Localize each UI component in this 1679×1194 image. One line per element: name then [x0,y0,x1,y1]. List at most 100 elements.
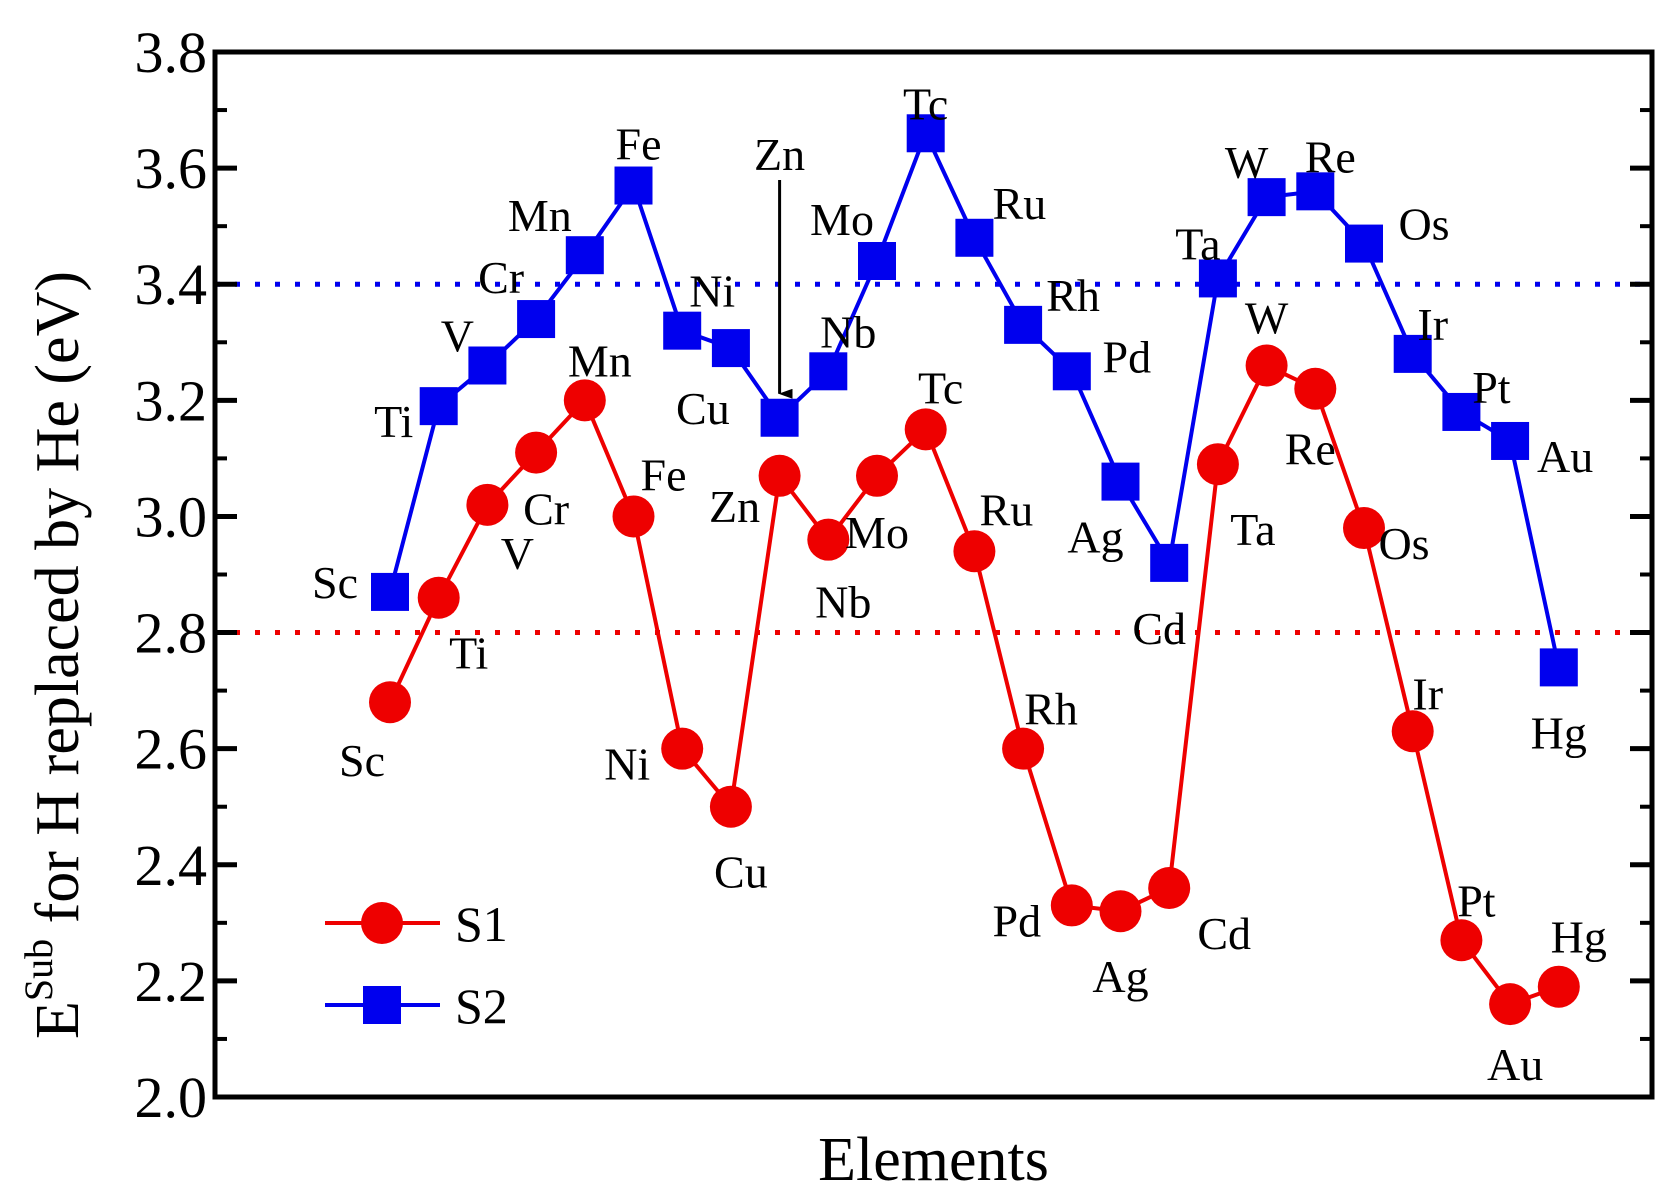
point-label-S1-Zn: Zn [709,481,760,532]
point-S2-Tc [906,114,945,153]
point-label-S2-Pd: Pd [1103,331,1152,382]
point-label-S2-Au: Au [1537,431,1593,482]
point-label-S2-Ti: Ti [374,396,413,447]
y-tick-label: 3.6 [135,136,208,201]
point-label-S1-Sc: Sc [339,735,385,786]
point-label-S2-Sc: Sc [312,557,358,608]
point-S2-Re [1296,172,1335,211]
point-S2-Cu [711,329,750,368]
series-line-S1 [388,362,1560,1007]
legend-label-S1: S1 [455,896,508,952]
point-S2-Ru [955,218,994,257]
point-label-S1-Re: Re [1285,424,1336,475]
point-label-S2-Nb: Nb [820,306,876,357]
point-label-S2-Ag: Ag [1067,512,1123,563]
point-label-S1-Os: Os [1378,518,1429,569]
point-label-S1-Hg: Hg [1551,912,1607,963]
point-label-S1-Nb: Nb [815,577,871,628]
point-S1-Zn [758,454,801,497]
point-S1-Re [1294,367,1337,410]
annotation: Zn [754,129,805,399]
point-label-S1-Mn: Mn [568,335,632,386]
point-S2-Sc [371,572,409,611]
point-label-S2-Fe: Fe [616,119,662,170]
point-S1-Os [1343,507,1385,550]
point-S2-Hg [1539,648,1578,687]
point-label-S1-Tc: Tc [918,362,963,413]
point-S1-V [466,483,509,526]
point-label-S2-Hg: Hg [1531,707,1587,758]
y-axis: 2.02.22.42.62.83.03.23.43.63.8 [135,20,1652,1130]
point-label-S1-Fe: Fe [641,449,687,500]
point-S1-Ir [1391,710,1434,753]
point-S1-Ag [1099,890,1142,933]
y-axis-title-main: E [24,1001,92,1039]
point-S1-Mo [856,454,898,497]
y-tick-label: 3.8 [135,20,208,85]
point-label-S2-Re: Re [1305,131,1356,182]
point-S2-Rh [1004,305,1043,344]
point-S1-Sc [369,681,411,724]
point-S1-Rh [1002,727,1045,770]
point-S2-Cd [1150,543,1189,582]
point-S2-Nb [809,352,848,391]
point-label-S1-Au: Au [1487,1039,1543,1090]
point-label-S2-Cr: Cr [478,252,524,303]
point-label-S1-Pd: Pd [993,895,1042,946]
y-axis-title-sup: Sub [16,939,61,1001]
point-S2-Fe [614,166,653,205]
annotation-label: Zn [754,129,805,180]
y-tick-label: 2.2 [135,949,208,1014]
point-S2-Zn [760,398,799,437]
point-label-S2-W: W [1225,137,1269,188]
point-S1-Pd [1050,884,1093,927]
y-tick-label: 3.4 [135,252,208,317]
point-S2-Ti [419,387,458,426]
point-label-S2-Pt: Pt [1472,362,1511,413]
point-label-S2-V: V [441,311,474,362]
point-label-S1-Cu: Cu [714,847,768,898]
point-S1-Au [1489,983,1532,1026]
y-axis-title-rest: for H replaced by He (eV) [24,271,92,939]
point-S1-Ti [417,576,460,619]
legend-marker-S1 [361,902,403,944]
x-axis-title: Elements [818,1126,1049,1194]
point-S2-Ta [1198,259,1237,298]
point-label-S2-Os: Os [1398,199,1449,250]
point-S1-Cr [515,431,558,474]
point-S2-Mo [858,242,896,280]
y-tick-label: 2.4 [135,833,208,898]
point-label-S1-Ni: Ni [604,739,650,790]
point-label-S2-Ni: Ni [689,266,735,317]
y-tick-label: 2.8 [135,601,208,666]
point-S1-Fe [612,495,655,538]
point-S2-Pd [1052,352,1091,391]
point-label-S1-Pt: Pt [1457,875,1496,926]
point-label-S2-Ir: Ir [1417,299,1448,350]
point-label-S1-Ir: Ir [1412,668,1443,719]
point-S2-Pt [1442,392,1481,431]
point-label-S1-V: V [501,528,534,579]
point-label-S2-Ta: Ta [1175,218,1220,269]
point-label-S2-Ru: Ru [993,178,1047,229]
point-labels: ScTiVCrMnFeNiCuZnNbMoTcRuRhPdAgCdTaWReOs… [312,78,1607,1090]
point-S2-V [468,346,507,385]
y-tick-label: 2.0 [135,1065,208,1130]
point-S1-Hg [1537,965,1580,1008]
y-tick-label: 3.0 [135,484,208,549]
point-S2-Mn [565,236,604,275]
point-label-S1-Ag: Ag [1092,951,1148,1002]
point-S1-Ta [1196,443,1239,486]
point-label-S1-Ti: Ti [449,628,488,679]
point-label-S2-Cu: Cu [676,383,730,434]
point-label-S1-Cr: Cr [523,484,569,535]
point-S1-Nb [807,518,850,561]
point-S1-Ni [661,727,704,770]
point-S1-Tc [904,408,947,451]
point-label-S2-Cd: Cd [1132,603,1186,654]
point-label-S1-Ru: Ru [980,484,1034,535]
series-layer [369,114,1580,1026]
point-label-S1-Mo: Mo [845,507,909,558]
